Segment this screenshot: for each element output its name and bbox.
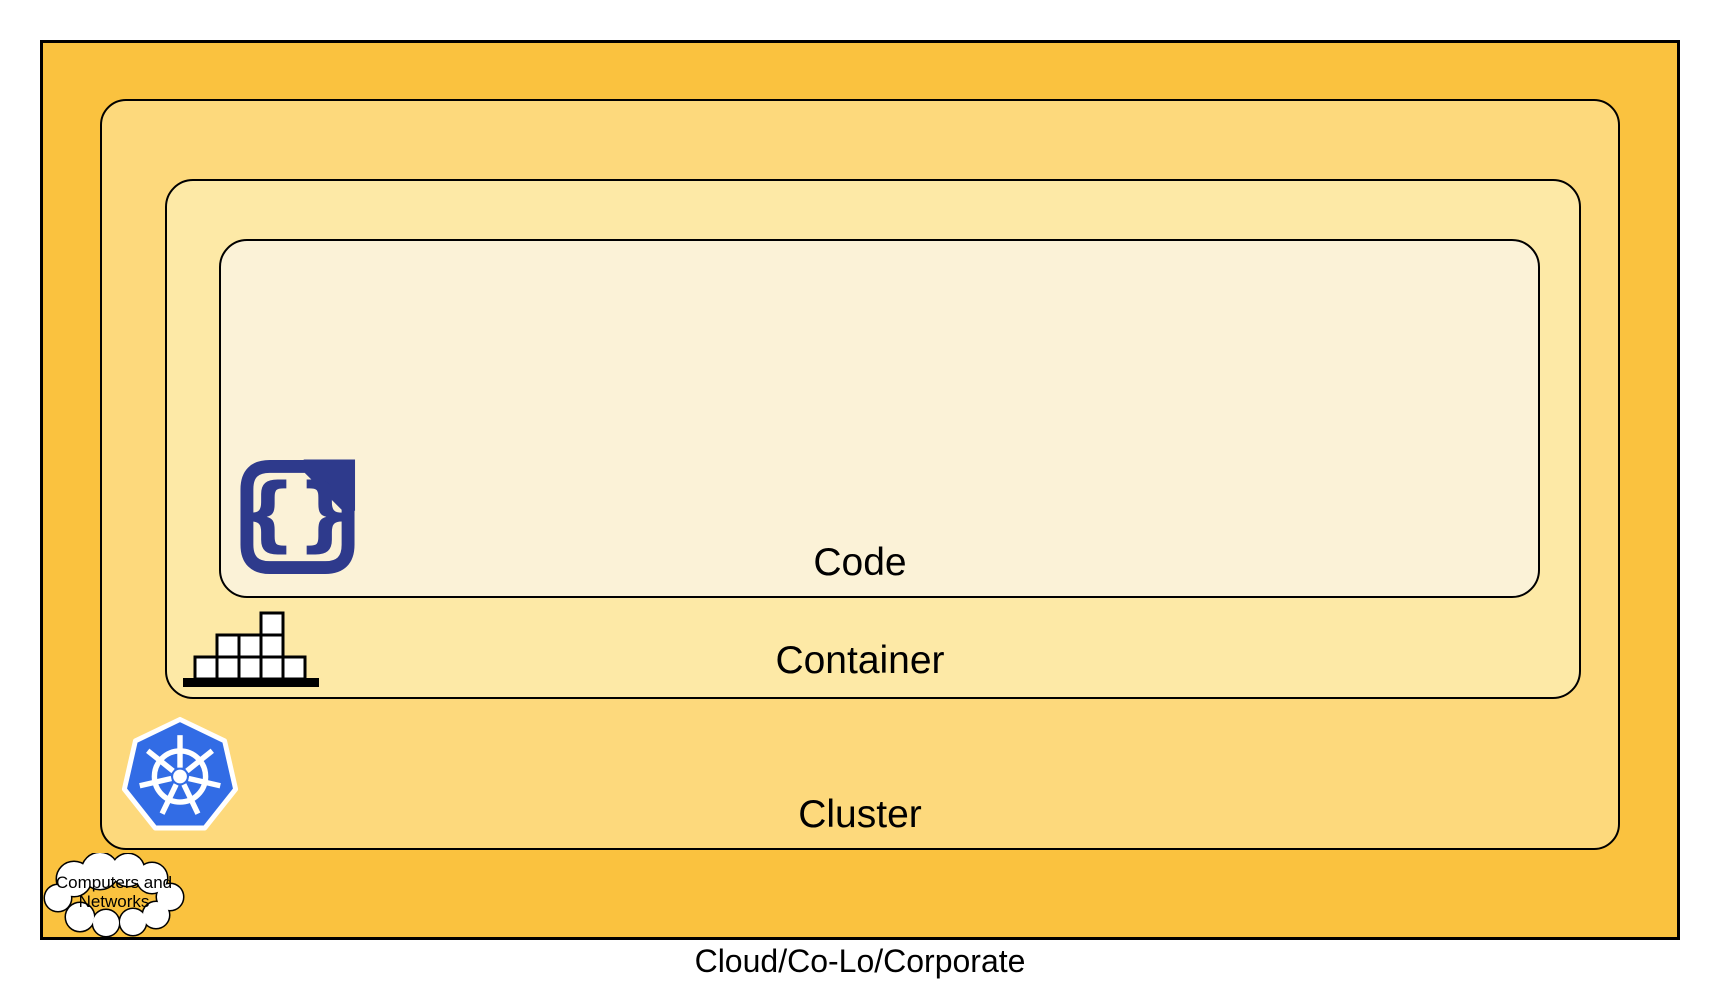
- container-stack-icon: [183, 611, 319, 687]
- layer-code: [219, 239, 1540, 598]
- label-cluster: Cluster: [798, 793, 922, 836]
- cloud-callout-line1: Computers and: [56, 873, 172, 892]
- label-datacenter-line1: Cloud/Co-Lo/Corporate: [694, 943, 1026, 979]
- label-datacenter: Cloud/Co-Lo/Corporate Datacenter: [40, 869, 1680, 992]
- code-braces-glyph: {}: [239, 467, 355, 561]
- label-code: Code: [813, 541, 907, 584]
- label-container: Container: [775, 639, 945, 682]
- cloud-network-icon: Computers and Networks: [43, 853, 185, 938]
- kubernetes-icon: [121, 716, 239, 831]
- code-file-icon: {}: [239, 459, 356, 575]
- cloud-callout-line2: Networks: [79, 892, 150, 911]
